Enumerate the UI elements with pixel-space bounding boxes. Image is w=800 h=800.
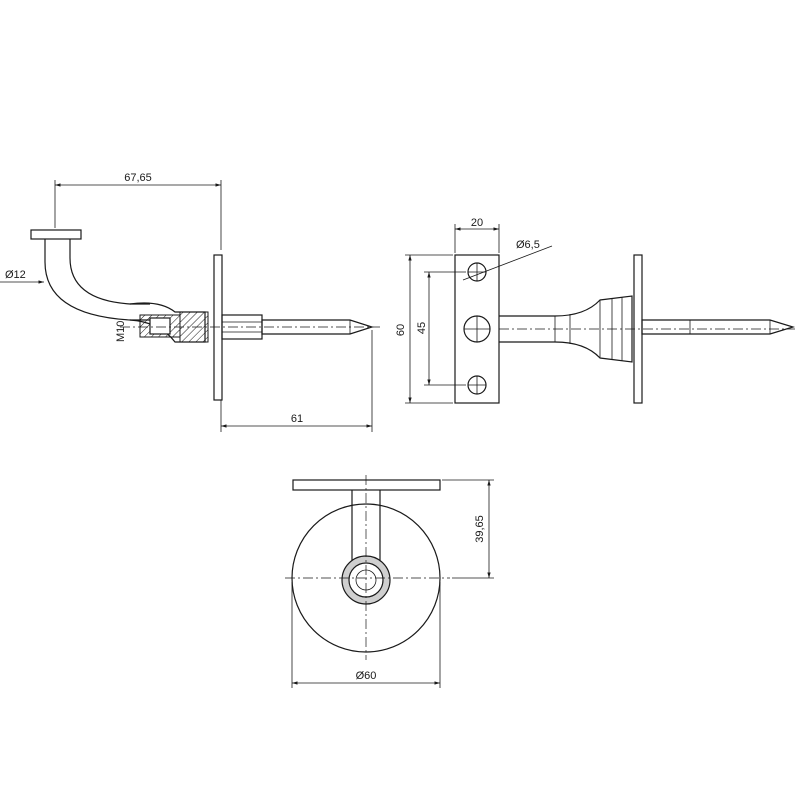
tube-diameter-label: Ø12 [5,269,26,281]
rosette-plate-side [213,254,223,401]
tube-outer [44,239,150,321]
plate-width-label: 20 [471,217,483,229]
thread-bore [149,317,171,335]
leader-hole-diameter [462,245,553,281]
tube-inner [69,239,150,305]
hole-diameter-label: Ø6,5 [516,239,540,251]
thread-label: M10 [115,321,127,342]
top-view: 39,65 Ø60 [285,475,494,688]
rosette-diameter-label: Ø60 [356,670,377,682]
hole-spacing-label: 45 [416,322,428,334]
screw-length-label: 61 [291,413,303,425]
front-view: 20 Ø6,5 60 45 [395,217,796,404]
plate-height-label: 60 [395,324,407,336]
top-bar [292,479,441,491]
wood-screw [261,319,374,335]
hole-bottom [467,375,487,395]
hole-center [463,315,491,343]
bracket-cap [30,229,82,240]
front-screw [641,319,796,335]
bracket-height-label: 39,65 [474,515,486,543]
side-width-label: 67,65 [124,172,152,184]
side-view: 67,65 Ø12 M10 61 [0,172,380,432]
